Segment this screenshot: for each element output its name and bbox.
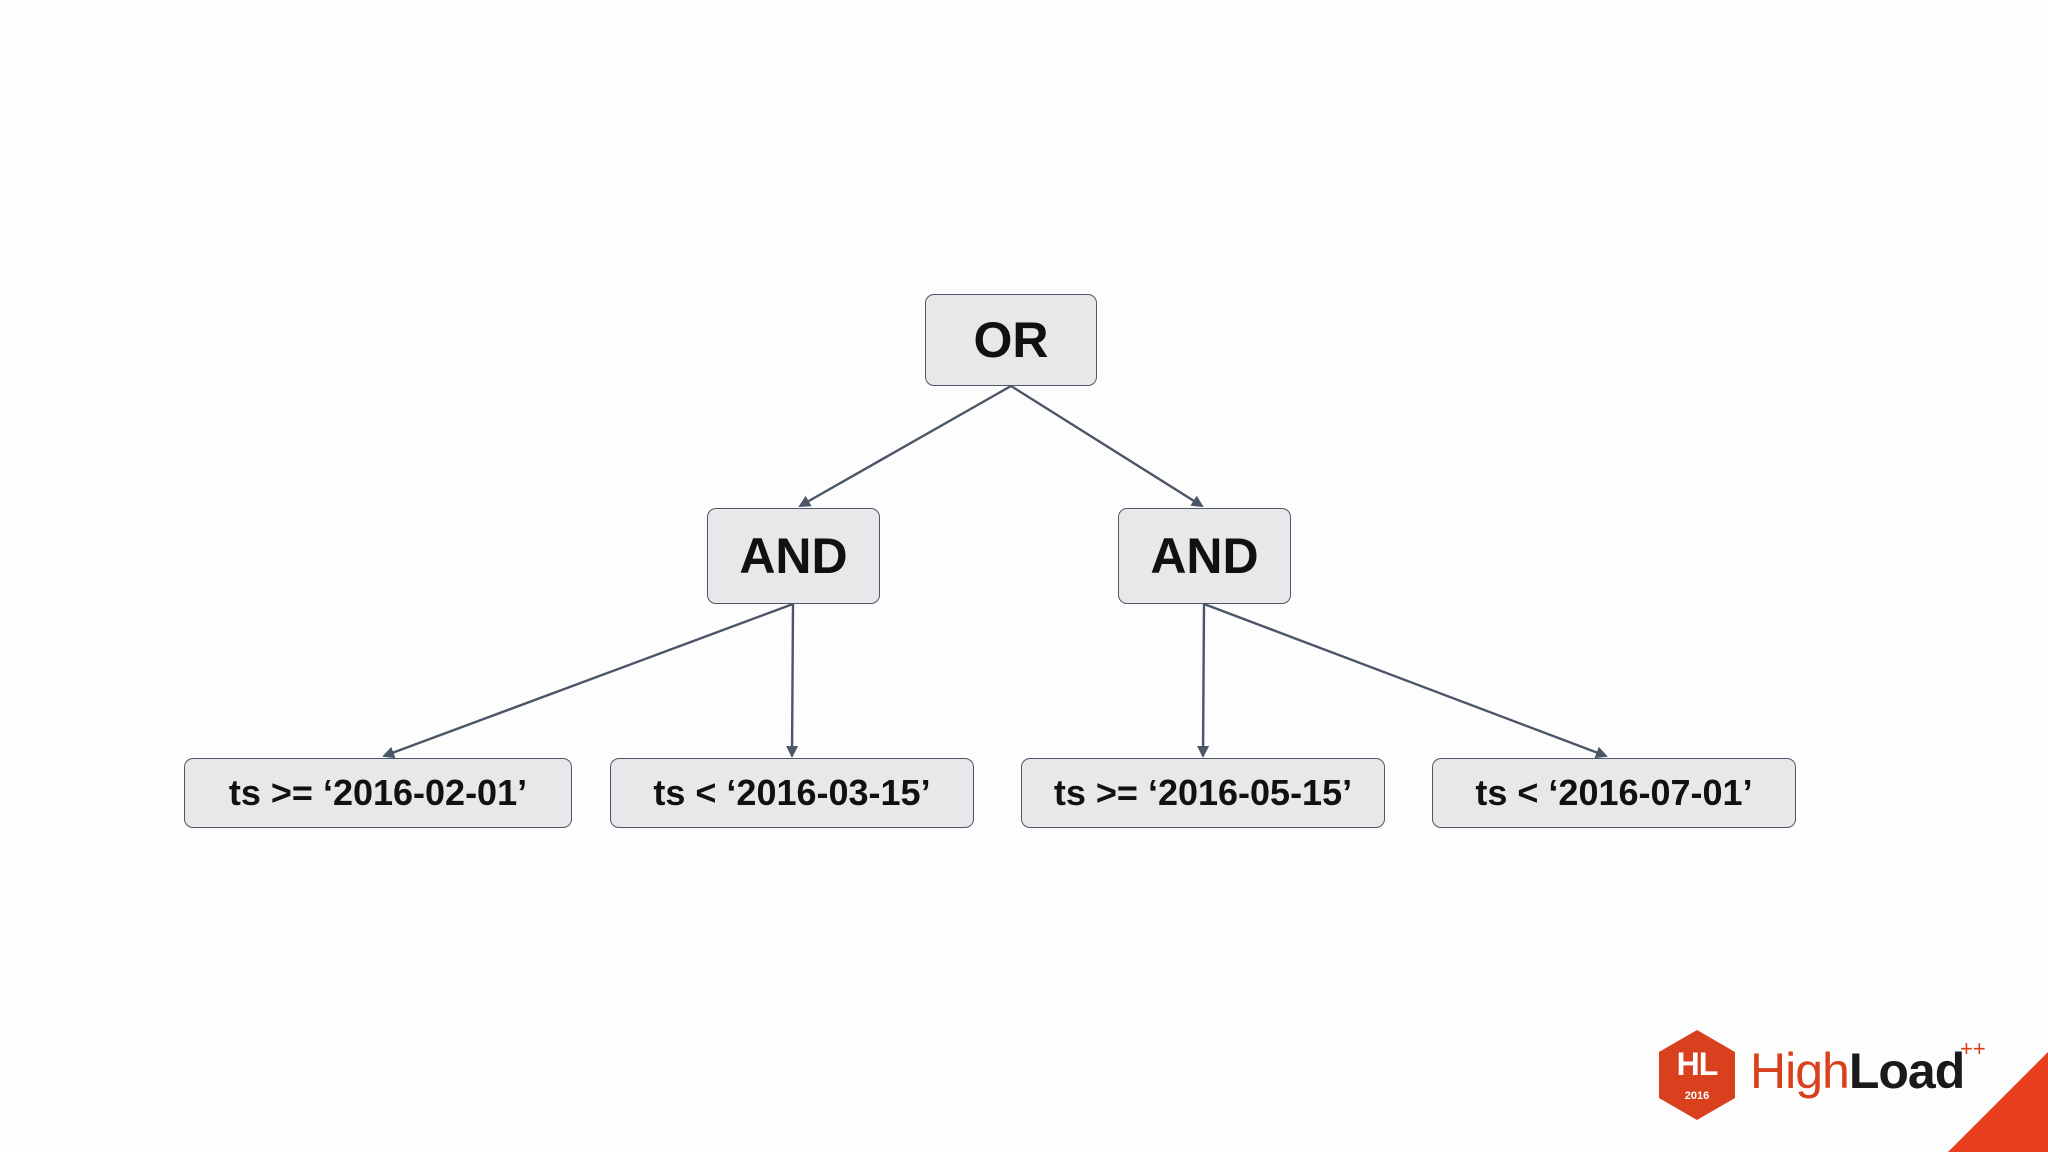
logo-wordmark-high: High [1750, 1043, 1850, 1099]
edge-and-right-to-leaf-4 [1203, 602, 1608, 759]
edge-and-left-to-leaf-2 [786, 603, 799, 758]
edge-and-left-to-leaf-1 [382, 602, 794, 759]
edge-and-right-to-leaf-3 [1197, 603, 1210, 758]
condition-node: ts >= ‘2016-02-01’ [184, 758, 572, 828]
logo-badge-year: 2016 [1684, 1090, 1710, 1102]
edge-or-to-and-left [798, 384, 1012, 508]
condition-node: ts < ‘2016-03-15’ [610, 758, 974, 828]
logo-wordmark: HighLoad [1750, 1043, 1965, 1099]
logo-badge-text: HL [1676, 1046, 1719, 1082]
or-node: OR [925, 294, 1097, 386]
condition-node: ts >= ‘2016-05-15’ [1021, 758, 1385, 828]
logo-wordmark-load: Load [1848, 1043, 1965, 1099]
and-node-left: AND [707, 508, 880, 604]
corner-accent [1948, 1052, 2048, 1152]
highload-logo: HL 2016 HighLoad ++ [1650, 1020, 2010, 1140]
and-node-right: AND [1118, 508, 1291, 604]
logo-superscript: ++ [1960, 1036, 1986, 1061]
condition-node: ts < ‘2016-07-01’ [1432, 758, 1796, 828]
hexagon-badge-icon [1659, 1030, 1735, 1120]
edge-or-to-and-right [1010, 384, 1204, 508]
